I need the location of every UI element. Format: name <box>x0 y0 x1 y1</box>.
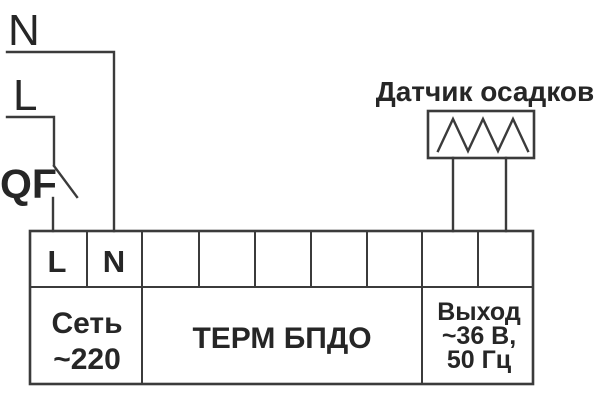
output-label-line3: 50 Гц <box>447 346 512 374</box>
phase-label: L <box>13 71 37 120</box>
mains-label-line1: Сеть <box>51 307 122 340</box>
neutral-label: N <box>8 6 40 55</box>
terminal-l-label: L <box>48 244 67 279</box>
mains-label-line2: ~220 <box>53 343 121 376</box>
terminal-block <box>28 229 535 386</box>
sensor-title: Датчик осадков <box>376 76 594 107</box>
breaker-label: QF <box>0 161 57 207</box>
sensor-element-zigzag-icon <box>436 116 530 154</box>
output-label-line2: ~36 В, <box>442 322 516 350</box>
neutral-wire <box>5 50 116 233</box>
terminal-n-label: N <box>103 244 125 279</box>
device-label: ТЕРМ БПДО <box>192 322 371 355</box>
sensor-box <box>426 109 536 160</box>
output-label-line1: Выход <box>437 298 521 326</box>
phase-wire-upper <box>5 115 56 167</box>
breaker-blade-icon <box>52 164 79 199</box>
